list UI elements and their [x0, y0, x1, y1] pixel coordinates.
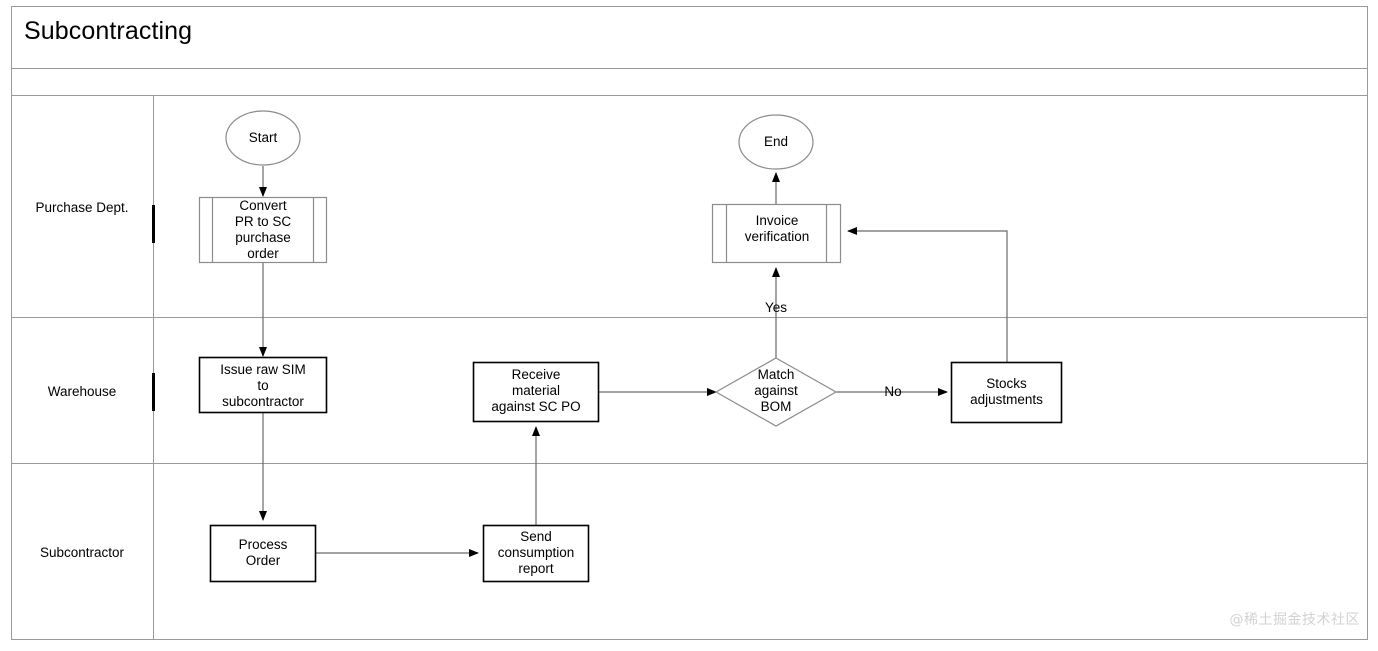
node-issue-raw-sim[interactable] — [198, 356, 328, 414]
node-start[interactable] — [225, 110, 301, 166]
node-invoice-verification[interactable] — [711, 203, 842, 264]
swimlane-grid — [11, 95, 1368, 640]
node-send-consumption-report[interactable] — [482, 524, 590, 583]
node-convert-pr-to-sc-po[interactable] — [198, 196, 328, 264]
connectors — [259, 166, 1008, 557]
node-process-order[interactable] — [209, 524, 317, 583]
node-receive-material[interactable] — [472, 361, 600, 423]
node-stocks-adjustments[interactable] — [950, 361, 1063, 424]
node-match-against-bom[interactable] — [714, 357, 838, 427]
nodes — [198, 110, 1063, 583]
watermark: @稀土掘金技术社区 — [1229, 612, 1360, 628]
edge-stocks-to-invoice — [847, 227, 1008, 362]
node-end[interactable] — [738, 114, 814, 170]
page-title: Subcontracting — [24, 17, 193, 45]
